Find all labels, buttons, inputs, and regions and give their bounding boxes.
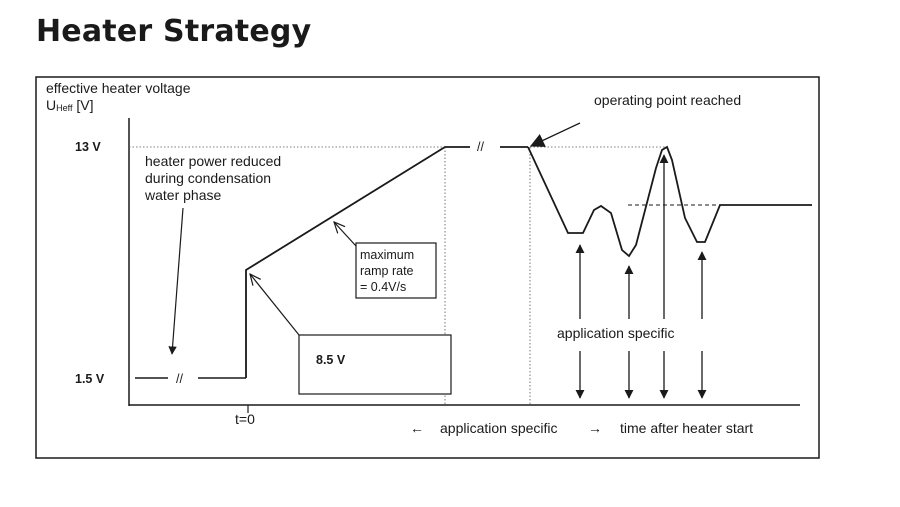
value-box-arrow xyxy=(250,274,300,336)
ramp-rate-box xyxy=(355,242,437,299)
operating-point-label: operating point reached xyxy=(594,92,741,108)
value-box xyxy=(298,334,452,395)
reduced-label-line2: during condensation xyxy=(145,170,271,186)
t0-label: t=0 xyxy=(235,411,255,427)
operating-point-arrow xyxy=(529,122,581,147)
curve-step-and-ramp xyxy=(245,146,470,378)
ramp-label-line2: ramp rate xyxy=(360,264,414,278)
reduced-label-line1: heater power reduced xyxy=(145,153,281,169)
ramp-label-line1: maximum xyxy=(360,248,414,262)
curve-oscillation xyxy=(527,145,812,258)
page-title: Heater Strategy xyxy=(36,14,312,49)
ramp-arrow xyxy=(334,222,357,247)
reduced-label-line3: water phase xyxy=(144,187,221,203)
tick-1-5v: 1.5 V xyxy=(75,372,105,386)
break-mark-low: // xyxy=(176,372,183,386)
bottom-left-arrow: ← xyxy=(410,420,424,436)
break-mark-high: // xyxy=(477,140,484,154)
app-specific-label: application specific xyxy=(557,325,675,341)
bottom-right-arrow: → xyxy=(588,420,602,436)
reduced-arrow xyxy=(168,207,184,355)
bottom-time-label: time after heater start xyxy=(620,420,753,436)
y-axis-symbol: UHeff [V] xyxy=(46,97,93,113)
tick-13v: 13 V xyxy=(75,140,101,154)
bottom-app-specific: application specific xyxy=(440,420,558,436)
y-axis-label: effective heater voltage xyxy=(46,80,191,96)
ramp-label-line3: = 0.4V/s xyxy=(360,280,406,294)
diagram-frame xyxy=(35,76,820,459)
value-box-label: 8.5 V xyxy=(316,353,346,367)
